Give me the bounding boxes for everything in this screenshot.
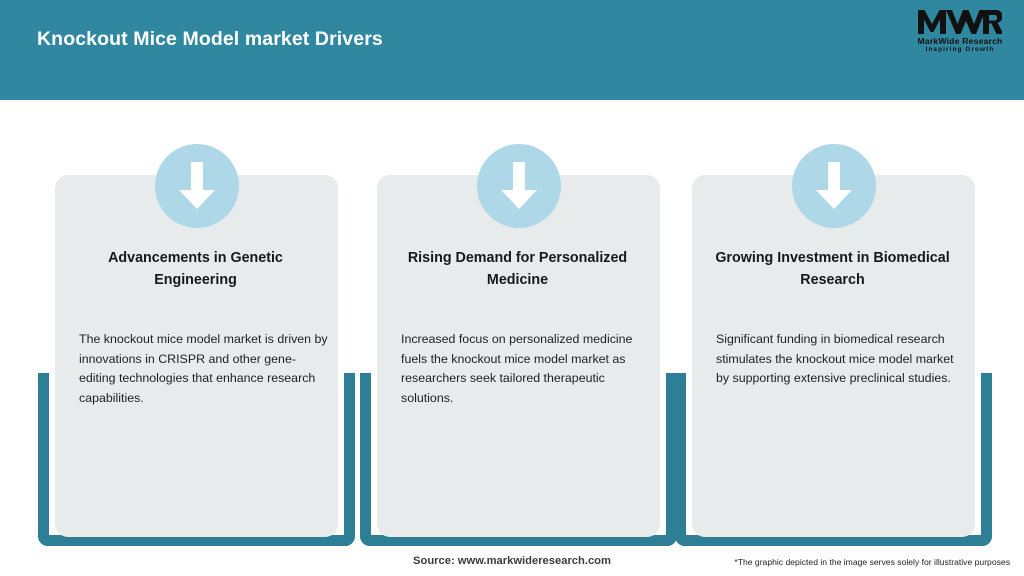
card-title: Rising Demand for Personalized Medicine bbox=[407, 250, 628, 288]
driver-card[interactable]: Rising Demand for Personalized Medicine … bbox=[360, 100, 677, 546]
disclaimer-note: *The graphic depicted in the image serve… bbox=[734, 557, 1010, 567]
arrow-down-icon bbox=[791, 144, 876, 228]
page-title: Knockout Mice Model market Drivers bbox=[37, 28, 383, 50]
card-body-text: Significant funding in biomedical resear… bbox=[716, 332, 954, 386]
card-panel bbox=[692, 175, 975, 537]
header-bar: Knockout Mice Model market Drivers MarkW… bbox=[0, 0, 1024, 100]
source-label: Source: www.markwideresearch.com bbox=[413, 555, 611, 567]
card-accent-frame bbox=[38, 373, 355, 546]
arrow-down-icon bbox=[154, 144, 239, 228]
logo-tagline: Inspiring Growth bbox=[925, 46, 995, 53]
arrow-down-icon bbox=[476, 144, 561, 228]
logo-company-name: MarkWide Research bbox=[917, 36, 1003, 46]
mwr-logo-icon bbox=[908, 9, 1012, 35]
markwide-research-logo: MarkWide Research Inspiring Growth bbox=[908, 9, 1012, 57]
drivers-card-group: Advancements in Genetic Engineering The … bbox=[0, 100, 1024, 546]
card-title: Growing Investment in Biomedical Researc… bbox=[715, 250, 950, 288]
card-panel bbox=[55, 175, 338, 537]
card-accent-frame bbox=[675, 373, 992, 546]
card-panel bbox=[377, 175, 660, 537]
driver-card[interactable]: Growing Investment in Biomedical Researc… bbox=[675, 100, 992, 546]
card-accent-frame bbox=[360, 373, 677, 546]
card-body-text: Increased focus on personalized medicine… bbox=[401, 332, 633, 405]
card-title: Advancements in Genetic Engineering bbox=[108, 250, 283, 288]
card-body-text: The knockout mice model market is driven… bbox=[79, 332, 328, 405]
driver-card[interactable]: Advancements in Genetic Engineering The … bbox=[38, 100, 355, 546]
